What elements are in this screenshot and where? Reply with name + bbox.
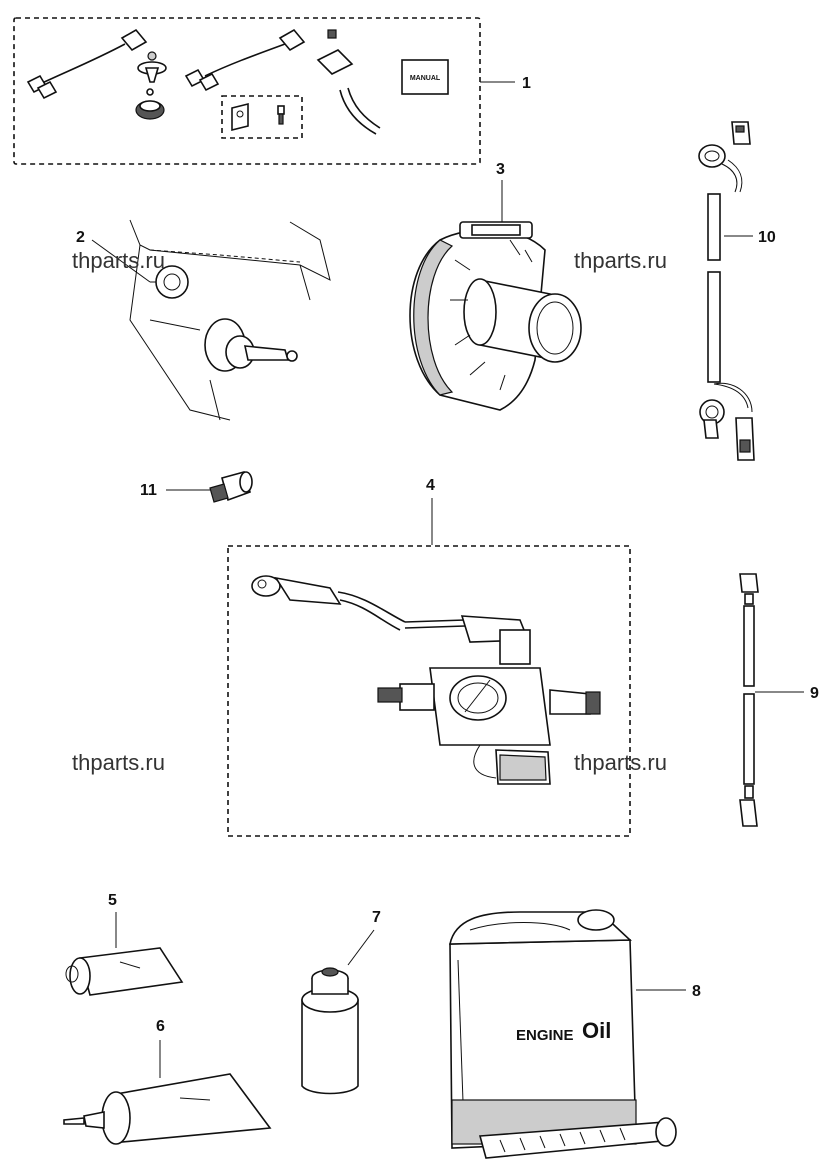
- part-8-oil-jug: 8 ENGINE Oil: [449, 909, 701, 1159]
- part-5-tube: 5: [65, 892, 184, 996]
- part-1-kit: MANUAL 1: [13, 17, 531, 165]
- part-6-tube: 6: [63, 1018, 272, 1145]
- part-3-flywheel-cover: 3: [409, 161, 582, 411]
- manual-label: MANUAL: [410, 75, 441, 82]
- bracket-and-screw: [231, 102, 285, 132]
- callout-6: 6: [156, 1018, 165, 1035]
- callout-5: 5: [108, 892, 117, 909]
- callout-9: 9: [810, 685, 819, 702]
- callout-4: 4: [426, 477, 435, 494]
- part-7-can: 7: [301, 909, 381, 1095]
- engine-oil-label-a: ENGINE: [516, 1027, 574, 1044]
- wire-harness-b: [184, 28, 306, 92]
- engine-oil-label-b: Oil: [582, 1018, 611, 1043]
- grommet-parts: [135, 51, 167, 120]
- callout-7: 7: [372, 909, 381, 926]
- callout-1: 1: [522, 75, 531, 92]
- callout-3: 3: [496, 161, 505, 178]
- part-4-assembly: 4: [227, 477, 631, 837]
- connector-and-hose: [316, 29, 381, 135]
- manual-booklet: MANUAL: [401, 59, 449, 95]
- callout-11: 11: [140, 482, 157, 499]
- callout-8: 8: [692, 983, 701, 1000]
- part-10-harness: 10: [698, 121, 776, 461]
- watermark: thparts.ru: [574, 248, 667, 273]
- watermark: thparts.ru: [72, 248, 165, 273]
- part-9-harness: 9: [739, 573, 819, 827]
- callout-10: 10: [758, 229, 776, 246]
- wire-harness-a: [26, 28, 148, 100]
- callout-2: 2: [76, 229, 85, 246]
- part-2-lower-unit: 2: [76, 219, 331, 421]
- part-11-fitting: 11: [140, 471, 253, 503]
- watermark: thparts.ru: [72, 750, 165, 775]
- watermark: thparts.ru: [574, 750, 667, 775]
